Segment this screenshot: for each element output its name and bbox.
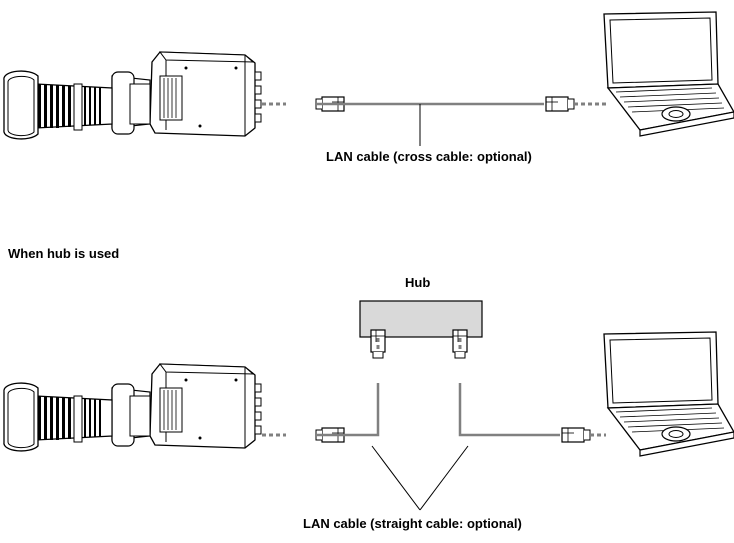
camera-icon xyxy=(3,363,262,452)
hub-section-heading: When hub is used xyxy=(8,246,120,261)
label-leader-line xyxy=(371,445,421,511)
rj45-connector-icon xyxy=(545,96,575,112)
label-leader-line xyxy=(419,445,469,511)
lan-cable-straight-left xyxy=(316,383,380,437)
rj45-connector-icon xyxy=(561,427,591,443)
rj45-connector-icon xyxy=(452,329,468,359)
camera-icon xyxy=(3,51,262,140)
hub-label: Hub xyxy=(405,275,431,290)
laptop-icon xyxy=(603,11,734,137)
straight-cable-label: LAN cable (straight cable: optional) xyxy=(303,516,522,531)
laptop-icon xyxy=(603,331,734,457)
cross-cable-label: LAN cable (cross cable: optional) xyxy=(326,149,532,164)
rj45-connector-icon xyxy=(370,329,386,359)
lan-cable-straight-right xyxy=(458,383,560,437)
